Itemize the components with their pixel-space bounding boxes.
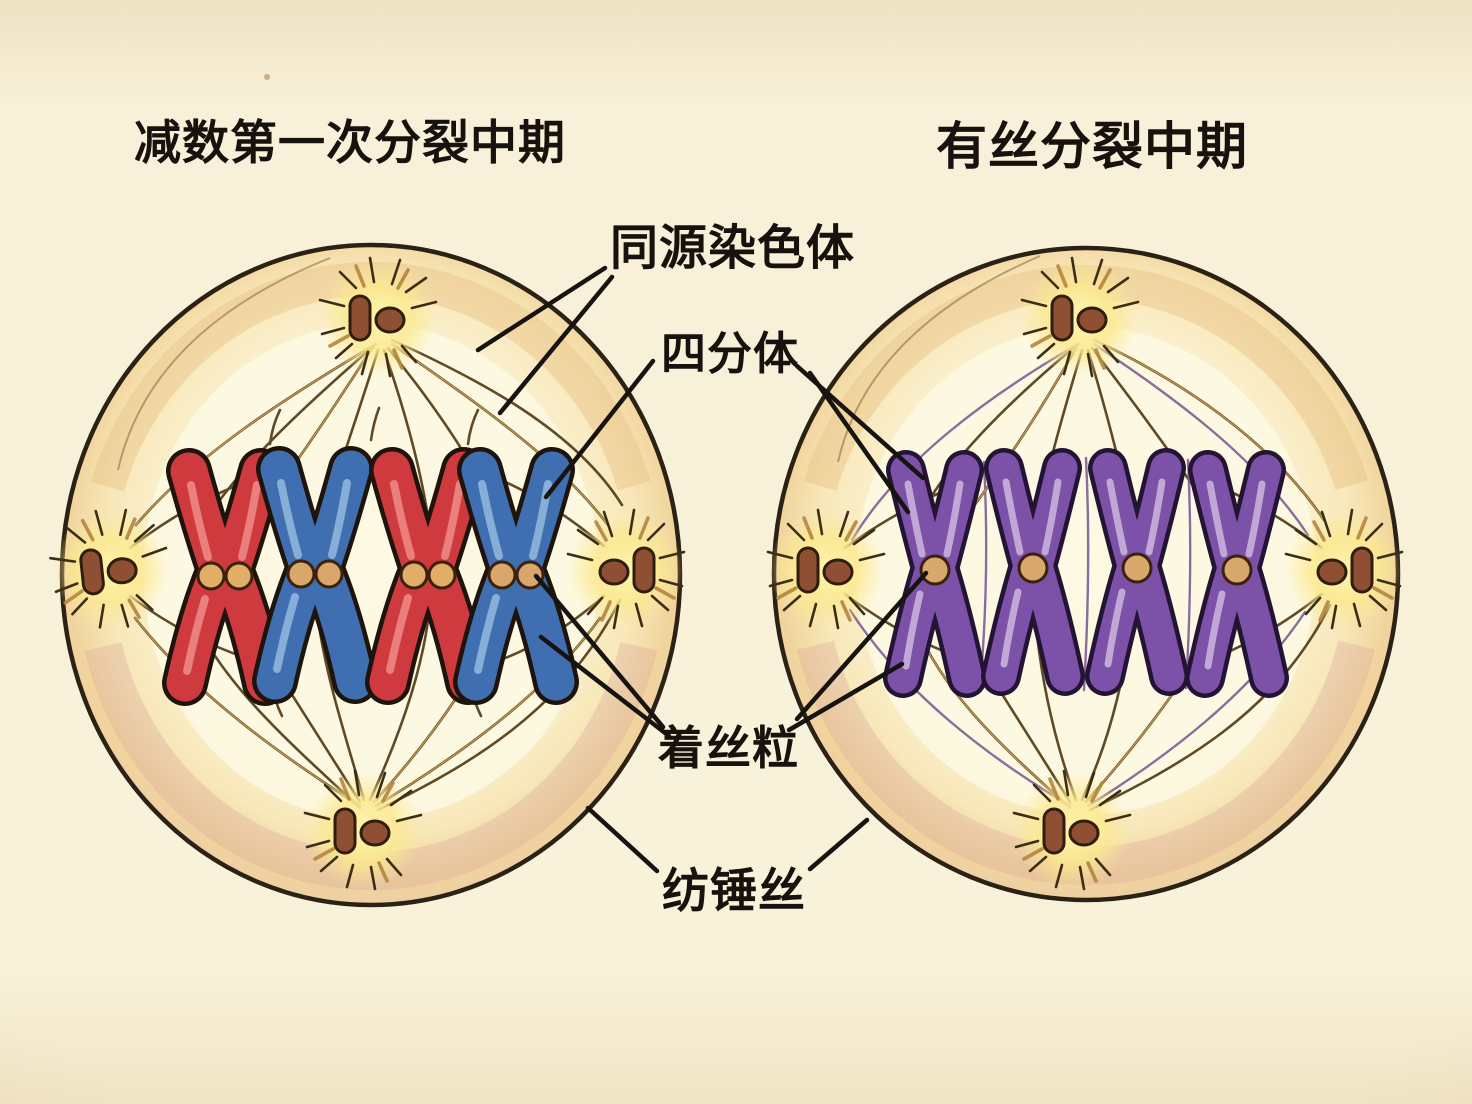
label-tetrad: 四分体 — [661, 328, 800, 379]
pointer-centromere-right-2 — [786, 661, 905, 733]
paper-speck — [264, 74, 270, 80]
right-cell-mitosis — [766, 245, 1404, 903]
label-centromere: 着丝粒 — [658, 722, 799, 774]
left-cell-title: 减数第一次分裂中期 — [134, 116, 566, 169]
pointer-tetrad-left — [543, 358, 656, 500]
pointer-centromere-left-1 — [533, 573, 666, 730]
left-cell-meiosis — [44, 242, 686, 908]
label-homologous-chromosome: 同源染色体 — [610, 222, 856, 275]
pointer-spindle-right — [807, 817, 870, 872]
pointer-centromere-left-2 — [538, 634, 672, 739]
right-cell-title: 有丝分裂中期 — [936, 118, 1249, 175]
pointer-lines — [475, 265, 929, 874]
membrane-inner-line — [117, 257, 331, 471]
pointer-spindle-left — [585, 805, 660, 874]
pointer-homologous-1 — [475, 265, 608, 353]
pointer-centromere-right-1 — [794, 570, 929, 722]
pointer-homologous-2 — [497, 274, 615, 416]
pointer-tetrad-right-2 — [807, 370, 911, 515]
label-spindle-fiber: 纺锤丝 — [662, 864, 806, 917]
